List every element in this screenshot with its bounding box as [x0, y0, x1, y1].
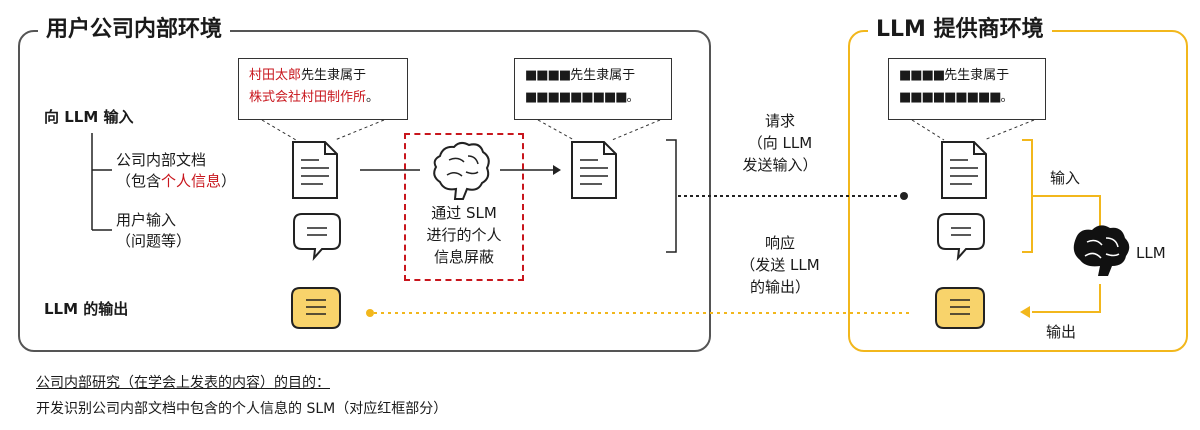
- internal-document-label: 公司内部文档 （包含个人信息）: [116, 150, 236, 192]
- response-label: 响应 （发送 LLM 的输出）: [725, 232, 835, 298]
- masked-text-callout: ■■■■先生隶属于 ■■■■■■■■■。: [514, 58, 672, 120]
- arrow-slm-to-masked-doc: [500, 165, 561, 175]
- brain-filled-icon: [1073, 225, 1130, 276]
- masked-company: ■■■■■■■■■: [525, 90, 628, 105]
- provider-text-callout: ■■■■先生隶属于 ■■■■■■■■■。: [888, 58, 1046, 120]
- input-to-llm-label: 向 LLM 输入: [44, 108, 134, 126]
- user-input-label: 用户输入 （问题等）: [116, 210, 191, 252]
- provider-callout-text: 先生隶属于: [944, 68, 1010, 83]
- request-arrow: [678, 192, 908, 200]
- provider-document-icon: [941, 141, 987, 199]
- output-arrow-head: [1020, 306, 1030, 318]
- chat-icon: [293, 213, 341, 262]
- provider-chat-icon: [937, 213, 985, 262]
- footer-purpose-description: 开发识别公司内部文档中包含的个人信息的 SLM（对应红框部分）: [36, 401, 448, 417]
- callout-pointer-lines: [261, 119, 1035, 141]
- callout-company-name: 株式会社村田制作所: [249, 90, 367, 105]
- request-label-line1: 请求: [764, 112, 795, 130]
- output-chat-icon: [291, 287, 341, 329]
- user-environment-title: 用户公司内部环境: [38, 17, 231, 43]
- provider-callout-text-end: 。: [1000, 90, 1014, 105]
- user-environment-box: [18, 30, 711, 352]
- masked-callout-text-end: 。: [626, 90, 640, 105]
- masked-name: ■■■■: [525, 68, 571, 83]
- internal-document-label-close: ）: [221, 172, 237, 190]
- provider-output-chat-icon: [935, 287, 985, 329]
- masked-input-bracket: [666, 139, 677, 253]
- output-label: 输出: [1046, 323, 1077, 341]
- input-label: 输入: [1050, 169, 1081, 187]
- masked-callout-text: 先生隶属于: [570, 68, 636, 83]
- callout-text-end: 。: [366, 90, 380, 105]
- response-label-line1: 响应: [764, 234, 795, 252]
- masked-document-icon: [571, 141, 617, 199]
- internal-document-label-line1: 公司内部文档: [116, 151, 207, 169]
- request-label-line2: （向 LLM: [747, 134, 813, 152]
- internal-document-label-open: （包含: [116, 172, 162, 190]
- original-text-callout: 村田太郎先生隶属于 株式会社村田制作所。: [238, 58, 408, 120]
- footer-purpose-heading: 公司内部研究（在学会上发表的内容）的目的：: [36, 375, 330, 391]
- user-input-label-line2: （问题等）: [116, 232, 192, 250]
- provider-masked-name: ■■■■: [899, 68, 945, 83]
- slm-label-line2: 进行的个人: [426, 226, 502, 244]
- llm-label: LLM: [1136, 244, 1166, 262]
- input-tree-lines: [91, 133, 112, 231]
- brain-icon: [433, 141, 490, 200]
- personal-info-label: 个人信息: [161, 172, 222, 190]
- callout-person-name: 村田太郎: [249, 68, 302, 83]
- user-input-label-line1: 用户输入: [116, 211, 177, 229]
- slm-label-line1: 通过 SLM: [431, 204, 497, 222]
- slm-label-line3: 信息屏蔽: [433, 248, 494, 266]
- response-arrow: [366, 309, 910, 317]
- slm-masking-label: 通过 SLM 进行的个人 信息屏蔽: [404, 202, 524, 268]
- request-label: 请求 （向 LLM 发送输入）: [725, 110, 835, 176]
- provider-masked-company: ■■■■■■■■■: [899, 90, 1002, 105]
- llm-flow-lines: [1022, 139, 1101, 313]
- slm-masking-frame: [404, 133, 524, 281]
- request-label-line3: 发送输入）: [742, 156, 818, 174]
- callout-text: 先生隶属于: [301, 68, 367, 83]
- llm-provider-environment-title: LLM 提供商环境: [868, 17, 1052, 43]
- llm-output-label: LLM 的输出: [44, 300, 129, 318]
- document-icon: [292, 141, 338, 199]
- response-label-line2: （发送 LLM: [740, 256, 820, 274]
- response-label-line3: 的输出）: [749, 278, 810, 296]
